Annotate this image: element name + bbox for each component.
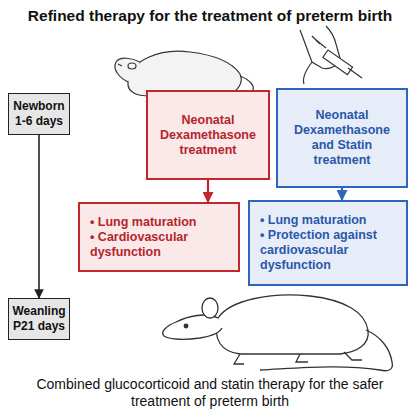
node-text: • Lung maturation: [260, 213, 366, 228]
stage-box: Newborn 1-6 days: [8, 93, 70, 135]
node-text: Weanling P21 days: [11, 304, 67, 334]
connector-arrow: [341, 188, 343, 200]
node-text: • Lung maturation: [90, 215, 196, 230]
diagram-caption: Combined glucocorticoid and statin thera…: [10, 376, 410, 410]
node-text: Neonatal Dexamethasone and Statin treatm…: [286, 108, 398, 168]
diagram-title: Refined therapy for the treatment of pre…: [0, 7, 420, 25]
stage-box: Weanling P21 days: [8, 298, 70, 340]
outcome-box: • Lung maturation• Cardiovascular dysfun…: [78, 202, 240, 272]
outcome-box: • Lung maturation• Protection against ca…: [248, 200, 408, 286]
connector-arrow: [38, 135, 40, 298]
treatment-box: Neonatal Dexamethasone and Statin treatm…: [276, 88, 408, 188]
node-text: • Protection against cardiovascular dysf…: [260, 228, 396, 273]
node-text: • Cardiovascular dysfunction: [90, 230, 228, 260]
treatment-box: Neonatal Dexamethasone treatment: [146, 90, 270, 180]
connector-arrow: [207, 180, 209, 202]
rat-drawing: [163, 295, 393, 371]
syringe-drawing: [300, 26, 362, 84]
node-text: Newborn 1-6 days: [11, 99, 67, 129]
node-text: Neonatal Dexamethasone treatment: [156, 113, 260, 158]
